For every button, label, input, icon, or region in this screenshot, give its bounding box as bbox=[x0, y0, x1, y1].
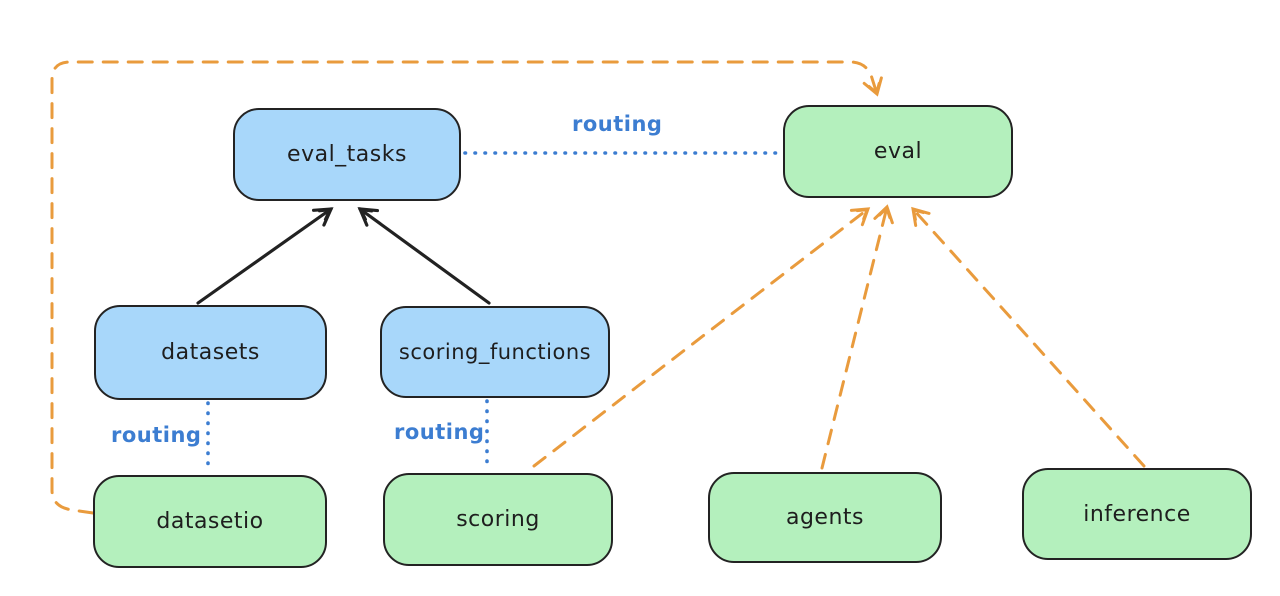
routing-label-datasets-datasetio: routing bbox=[111, 423, 202, 447]
routing-label-eval-tasks-eval: routing bbox=[572, 112, 663, 136]
node-eval-tasks: eval_tasks bbox=[233, 108, 461, 201]
edge-agents-to-eval bbox=[820, 204, 894, 470]
node-datasets-label: datasets bbox=[161, 340, 260, 365]
node-scoring-label: scoring bbox=[456, 507, 540, 532]
node-scoring-functions-label: scoring_functions bbox=[398, 340, 592, 364]
node-scoring-functions: scoring_functions bbox=[380, 306, 610, 398]
node-datasetio: datasetio bbox=[93, 475, 327, 568]
edge-datasetio-to-eval bbox=[50, 60, 883, 515]
node-eval: eval bbox=[783, 105, 1013, 198]
node-inference: inference bbox=[1022, 468, 1252, 560]
node-eval-tasks-label: eval_tasks bbox=[287, 142, 407, 167]
node-datasetio-label: datasetio bbox=[156, 509, 264, 534]
edge-scoring-functions-to-eval-tasks bbox=[357, 207, 491, 305]
edge-inference-to-eval bbox=[911, 206, 1146, 468]
node-datasets: datasets bbox=[94, 305, 327, 400]
node-eval-label: eval bbox=[873, 139, 923, 164]
routing-label-scoring-functions-scoring: routing bbox=[394, 420, 485, 444]
node-agents: agents bbox=[708, 472, 942, 563]
edge-scoring-to-eval bbox=[532, 207, 871, 468]
node-inference-label: inference bbox=[1083, 501, 1191, 527]
node-agents-label: agents bbox=[785, 505, 864, 530]
node-scoring: scoring bbox=[383, 473, 613, 566]
edge-datasets-to-eval-tasks bbox=[196, 207, 334, 305]
